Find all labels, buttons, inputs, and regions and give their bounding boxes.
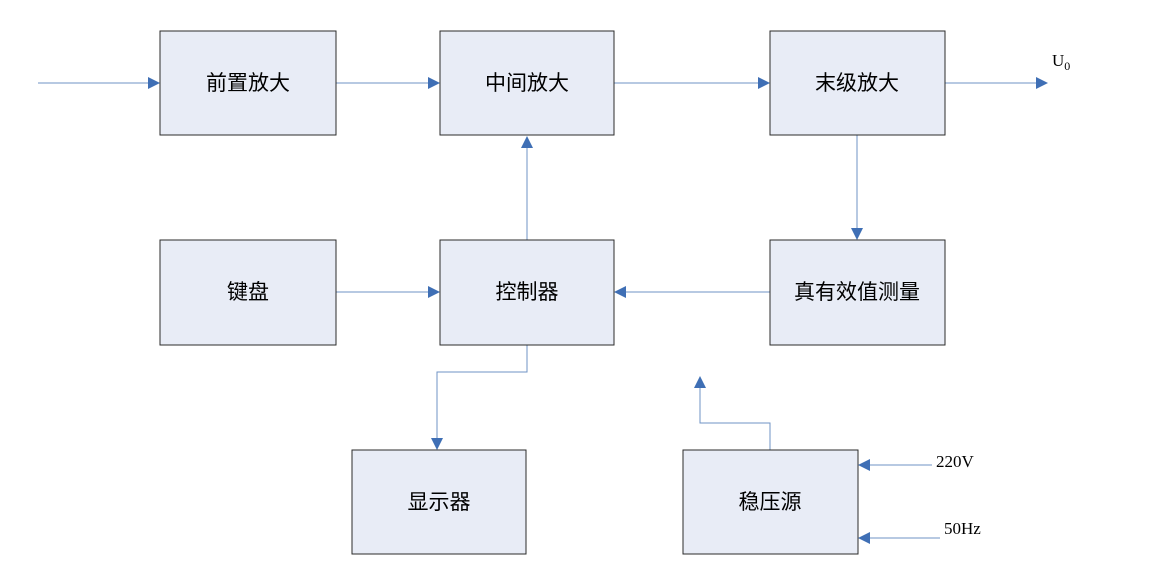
controller-box <box>439 239 615 346</box>
final-amp-label: 末级放大 <box>815 71 899 95</box>
rms-measure-label: 真有效值测量 <box>794 280 920 304</box>
final-to-rms-arrowhead <box>851 228 863 240</box>
ac-frequency-arrowhead <box>858 532 870 544</box>
mid-amp-box <box>439 30 615 136</box>
display-label: 显示器 <box>408 490 471 514</box>
preamp-block: 前置放大 <box>159 30 337 136</box>
mid-to-final-arrowhead <box>758 77 770 89</box>
keyboard-label: 键盘 <box>227 280 269 304</box>
ac-frequency-label: 50Hz <box>944 519 981 538</box>
display-block: 显示器 <box>351 449 527 555</box>
output-arrowhead <box>1036 77 1048 89</box>
preamp-label: 前置放大 <box>206 71 290 95</box>
rms-measure-box <box>769 239 946 346</box>
rms-measure-block: 真有效值测量 <box>769 239 946 346</box>
supply-out-line <box>699 388 771 450</box>
input-arrowhead <box>148 77 160 89</box>
supply-out-arrowhead <box>694 376 706 388</box>
regulated-supply-label: 稳压源 <box>739 490 802 514</box>
output-voltage-subscript: 0 <box>1064 59 1070 73</box>
controller-to-display-line <box>436 345 528 438</box>
mid-amp-block: 中间放大 <box>439 30 615 136</box>
final-amp-block: 末级放大 <box>769 30 946 136</box>
regulated-supply-block: 稳压源 <box>682 449 859 555</box>
final-amp-box <box>769 30 946 136</box>
controller-to-display-arrowhead <box>431 438 443 450</box>
output-voltage-main: U <box>1052 51 1064 70</box>
ac-voltage-label: 220V <box>936 452 975 471</box>
output-voltage-label: U0 <box>1052 51 1070 73</box>
preamp-box <box>159 30 337 136</box>
rms-to-controller-arrowhead <box>614 286 626 298</box>
keyboard-box <box>159 239 337 346</box>
keyboard-block: 键盘 <box>159 239 337 346</box>
keyboard-to-controller-arrowhead <box>428 286 440 298</box>
mid-amp-label: 中间放大 <box>485 71 569 95</box>
ac-voltage-arrowhead <box>858 459 870 471</box>
regulated-supply-box <box>682 449 859 555</box>
preamp-to-mid-arrowhead <box>428 77 440 89</box>
controller-label: 控制器 <box>496 280 559 304</box>
display-box <box>351 449 527 555</box>
controller-block: 控制器 <box>439 239 615 346</box>
controller-to-mid-arrowhead <box>521 136 533 148</box>
